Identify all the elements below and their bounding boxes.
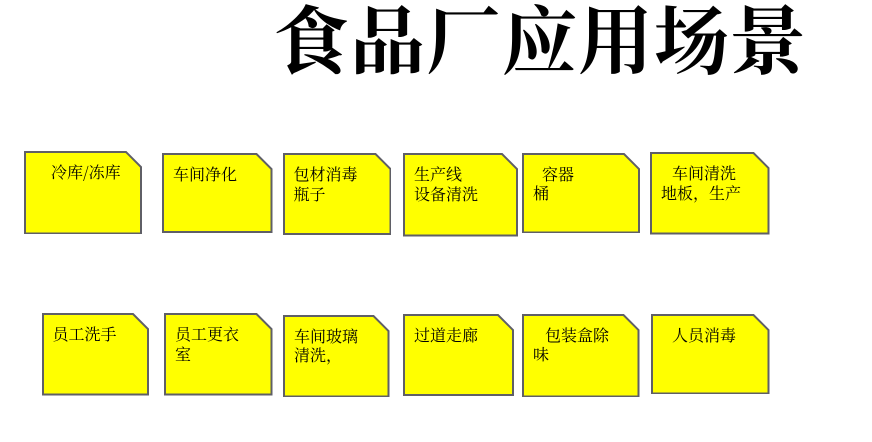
note-shape-icon <box>282 153 391 235</box>
note-shape-icon <box>162 153 273 233</box>
note-polygon <box>24 150 142 234</box>
note-shape-icon <box>651 313 770 394</box>
note-staff-changing-room-line-2: 室 <box>175 341 192 365</box>
note-packing-box-deodor: 包装盒除味 <box>522 313 640 397</box>
note-polygon <box>522 313 640 397</box>
note-staff-changing-room: 员工更衣室 <box>164 313 273 396</box>
note-workshop-glass: 车间玻璃清洗， <box>283 314 390 397</box>
note-text: 车间净化 <box>162 153 273 184</box>
note-personnel-disinfect: 人员消毒 <box>651 313 770 394</box>
note-polygon <box>41 313 149 396</box>
note-shape-icon <box>522 313 640 397</box>
note-text: 过道走廊 <box>403 314 514 345</box>
note-text: 生产线设备清洗 <box>403 153 518 203</box>
note-packing-box-deodor-line-2: 味 <box>533 342 550 365</box>
note-shape-icon <box>650 152 770 235</box>
note-personnel-disinfect-line-1: 人员消毒 <box>672 322 737 346</box>
note-staff-handwash: 员工洗手 <box>41 313 149 396</box>
note-container-bucket-line-1: 容器 <box>542 161 575 185</box>
note-shape-icon <box>24 150 142 234</box>
note-staff-handwash-line-1: 员工洗手 <box>52 322 117 345</box>
note-polygon <box>162 153 273 233</box>
note-text: 人员消毒 <box>651 314 770 345</box>
note-polygon <box>282 153 391 235</box>
note-packaging-disinfect: 包材消毒瓶子 <box>282 153 392 235</box>
note-text: 车间清洗地板，生产 <box>650 152 770 202</box>
note-production-line-line-1: 生产线 <box>414 162 463 185</box>
note-shape-icon <box>283 314 390 397</box>
note-text: 容器桶 <box>522 153 640 203</box>
note-packaging-disinfect-line-1: 包材消毒 <box>293 162 358 185</box>
note-workshop-purify-line-1: 车间净化 <box>173 162 238 185</box>
note-shape-icon <box>164 313 273 396</box>
note-production-line-line-2: 设备清洗 <box>414 181 479 205</box>
note-text: 车间玻璃清洗， <box>283 315 390 365</box>
note-container-bucket-line-2: 桶 <box>533 181 550 204</box>
note-shape-icon <box>403 153 518 237</box>
note-shape-icon <box>41 313 149 396</box>
note-shape-icon <box>522 152 640 233</box>
note-cold-storage-line-1: 冷库/冻库 <box>51 159 121 183</box>
note-polygon <box>522 152 640 233</box>
note-production-line: 生产线设备清洗 <box>403 153 518 237</box>
note-packing-box-deodor-line-1: 包装盒除 <box>545 322 610 346</box>
slide-title: 食品厂应用场景 <box>274 0 807 90</box>
note-container-bucket: 容器桶 <box>522 152 640 233</box>
note-staff-changing-room-line-1: 员工更衣 <box>175 322 240 345</box>
note-workshop-floor-line-1: 车间清洗 <box>672 161 737 184</box>
note-workshop-purify: 车间净化 <box>162 153 273 233</box>
note-packaging-disinfect-line-2: 瓶子 <box>293 181 326 205</box>
note-workshop-glass-line-2: 清洗， <box>294 343 343 366</box>
note-polygon <box>651 313 770 394</box>
note-aisle-corridor: 过道走廊 <box>403 313 514 396</box>
note-polygon <box>283 314 390 397</box>
note-text: 包装盒除味 <box>522 314 640 364</box>
note-polygon <box>650 152 770 235</box>
note-text: 冷库/冻库 <box>24 151 142 182</box>
note-text: 员工洗手 <box>42 313 149 344</box>
note-text: 包材消毒瓶子 <box>283 153 392 203</box>
note-workshop-floor-line-2: 地板，生产 <box>661 180 742 204</box>
note-aisle-corridor-line-1: 过道走廊 <box>414 322 479 346</box>
note-cold-storage: 冷库/冻库 <box>24 150 142 234</box>
note-workshop-glass-line-1: 车间玻璃 <box>294 323 359 347</box>
note-text: 员工更衣室 <box>164 313 273 363</box>
note-polygon <box>164 313 273 396</box>
note-polygon <box>403 313 514 396</box>
note-workshop-floor: 车间清洗地板，生产 <box>650 152 770 235</box>
note-shape-icon <box>403 313 514 396</box>
note-polygon <box>403 153 518 237</box>
